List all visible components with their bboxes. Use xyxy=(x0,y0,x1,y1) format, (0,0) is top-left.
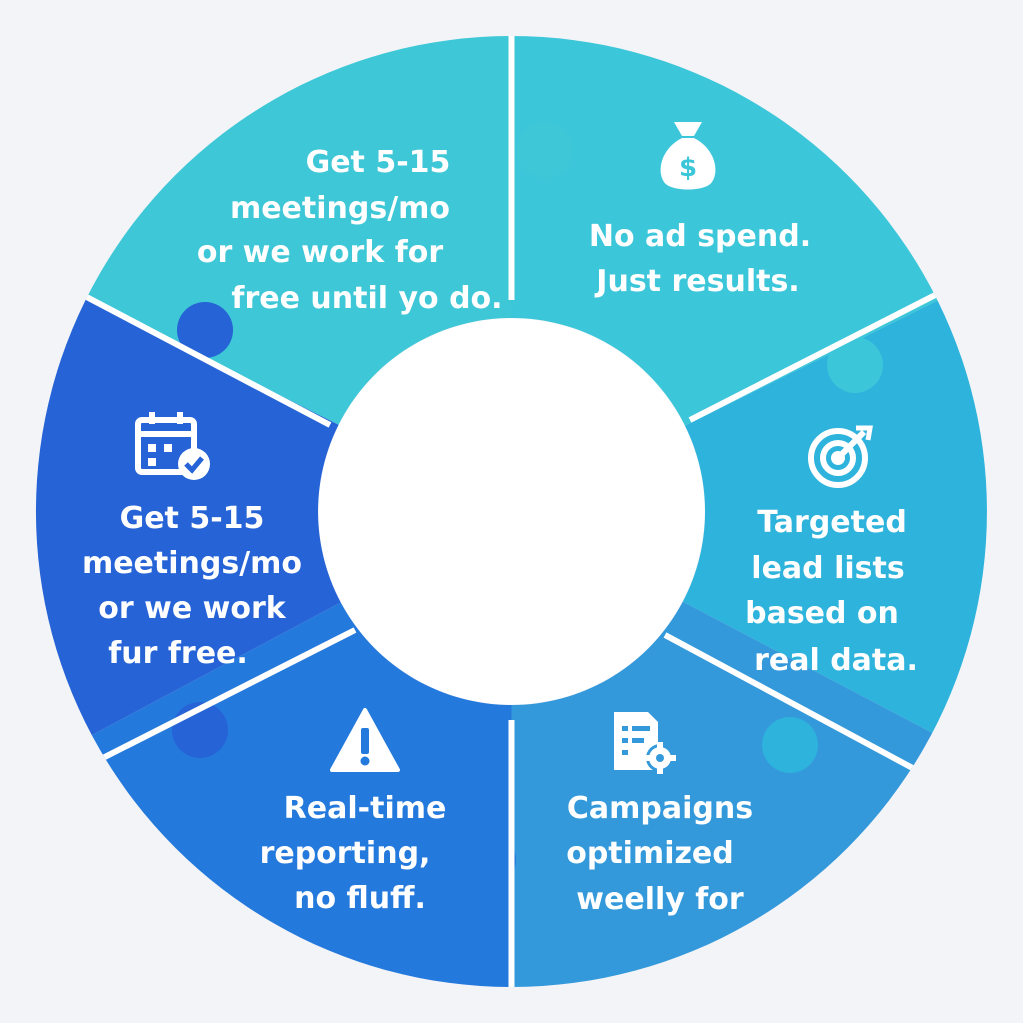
segment-right xyxy=(511,240,987,800)
puzzle-tabs xyxy=(172,122,883,888)
segment-left xyxy=(35,240,512,800)
text-line: lead lists xyxy=(751,551,904,586)
inner-hole xyxy=(318,318,705,705)
segment-text-right: Targeted lead lists based on real data. xyxy=(745,505,918,678)
segment-text-top-right: No ad spend. Just results. xyxy=(589,219,811,299)
calendar-check-icon xyxy=(135,412,210,480)
segment-text-left: Get 5-15 meetings/mo or we work fur free… xyxy=(82,501,302,671)
segment-text-bottom-right: Campaigns optimized weelly for xyxy=(566,791,753,917)
text-line: Just results. xyxy=(594,264,799,299)
text-line: Get 5-15 xyxy=(120,501,265,536)
text-line: optimized xyxy=(566,836,734,871)
segment-text-top-left: Get 5-15 meetings/mo or we work for free… xyxy=(197,145,503,316)
segment-text-bottom-left: Real-time reporting, no fluff. xyxy=(260,791,447,916)
text-line: weelly for xyxy=(576,882,744,917)
target-icon xyxy=(808,425,873,488)
text-line: fur free. xyxy=(108,636,248,671)
warning-icon xyxy=(330,708,400,772)
text-line: No ad spend. xyxy=(589,219,811,254)
text-line: meetings/mo xyxy=(230,191,450,226)
text-line: based on xyxy=(745,596,899,631)
tab-bottom xyxy=(460,832,516,888)
text-line: reporting, xyxy=(260,836,431,871)
text-line: meetings/mo xyxy=(82,546,302,581)
text-line: or we work xyxy=(98,591,286,626)
text-line: real data. xyxy=(754,643,918,678)
svg-text:$: $ xyxy=(679,153,697,183)
text-line: free until yo do. xyxy=(231,281,502,316)
document-gear-icon xyxy=(614,712,676,774)
tab-top xyxy=(517,122,573,178)
text-line: Real-time xyxy=(284,791,447,826)
text-line: no fluff. xyxy=(294,881,426,916)
text-line: Targeted xyxy=(757,505,907,540)
money-bag-icon: $ xyxy=(660,122,716,190)
tab-left-upper xyxy=(177,302,233,358)
text-line: Campaigns xyxy=(567,791,753,826)
tab-right-lower xyxy=(762,717,818,773)
tab-right-upper xyxy=(827,337,883,393)
text-line: Get 5-15 xyxy=(306,145,451,180)
text-line: or we work for xyxy=(197,235,444,270)
